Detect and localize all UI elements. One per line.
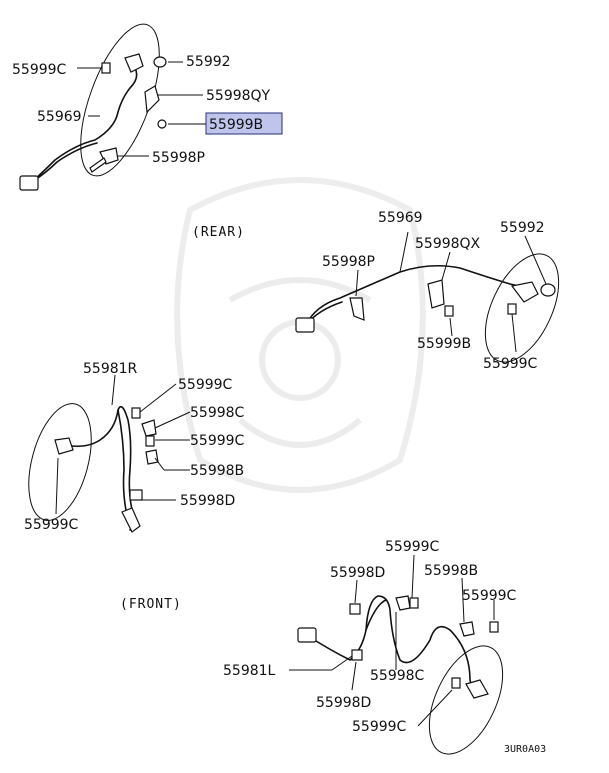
sensor-harness: [31, 67, 138, 183]
callout-55999b-highlighted[interactable]: 55999B: [209, 117, 263, 133]
bolt: [489, 621, 499, 633]
bolt: [131, 407, 141, 419]
bracket: [141, 419, 157, 437]
callout-55999b: 55999B: [417, 336, 471, 352]
bracket: [459, 621, 475, 637]
bracket: [349, 297, 365, 321]
callout-55998p: 55998P: [322, 254, 375, 270]
sensor-harness: [305, 264, 531, 326]
sensor-head: [510, 281, 539, 303]
rear-left-assembly: [19, 23, 206, 191]
clip: [351, 649, 363, 661]
connector: [295, 317, 315, 333]
callout-55999c: 55999C: [352, 719, 407, 735]
callout-55998d: 55998D: [180, 493, 235, 509]
clip: [349, 603, 361, 615]
bolt: [409, 597, 419, 609]
callout-55998qx: 55998QX: [415, 236, 481, 252]
bolt: [507, 303, 517, 315]
clip: [129, 489, 143, 501]
bolt: [451, 677, 461, 689]
bracket: [427, 279, 445, 309]
callout-55998qy: 55998QY: [206, 88, 271, 104]
callout-55992: 55992: [186, 54, 231, 70]
callout-55981r: 55981R: [83, 361, 138, 377]
bolt: [157, 119, 167, 129]
callout-55992: 55992: [500, 220, 545, 236]
front-right-assembly: [28, 374, 191, 533]
washer: [153, 56, 167, 68]
diagram-code: 3UR0A03: [504, 744, 546, 755]
bracket: [145, 449, 159, 465]
callout-55998p: 55998P: [152, 150, 205, 166]
sensor-head: [124, 53, 144, 73]
callout-55969: 55969: [378, 210, 423, 226]
bracket: [395, 595, 411, 611]
front-left-assembly: [289, 554, 504, 755]
callout-55998c: 55998C: [370, 668, 425, 684]
callout-55999c: 55999C: [385, 539, 440, 555]
callout-55998b: 55998B: [190, 463, 244, 479]
rear-right-assembly: [295, 231, 560, 363]
bolt: [145, 435, 155, 447]
callout-55999c: 55999C: [12, 62, 67, 78]
callout-55998c: 55998C: [190, 405, 245, 421]
callout-55981l: 55981L: [223, 663, 276, 679]
wheel-outline: [28, 403, 92, 521]
callout-55999c: 55999C: [190, 433, 245, 449]
section-label-rear: (REAR): [192, 225, 245, 240]
callout-55998d: 55998D: [330, 565, 385, 581]
callout-55999c: 55999C: [24, 517, 79, 533]
sensor-head: [465, 679, 489, 699]
bolt: [101, 62, 111, 74]
callout-55969: 55969: [37, 109, 82, 125]
wheel-outline: [484, 253, 560, 363]
connector: [19, 175, 39, 191]
washer: [540, 283, 556, 297]
callout-55999c: 55999C: [483, 356, 538, 372]
connector: [297, 627, 317, 643]
bolt: [444, 305, 454, 317]
callout-55998d: 55998D: [316, 695, 371, 711]
highlight-box: [205, 112, 283, 135]
sensor-harness: [307, 595, 479, 691]
bracket: [144, 85, 160, 114]
callout-55999c: 55999C: [178, 377, 233, 393]
callout-55999c: 55999C: [462, 588, 517, 604]
sensor-head: [54, 437, 74, 455]
wheel-outline: [428, 645, 504, 755]
section-label-front: (FRONT): [120, 597, 182, 612]
clip: [121, 507, 141, 533]
callout-55998b: 55998B: [424, 563, 478, 579]
